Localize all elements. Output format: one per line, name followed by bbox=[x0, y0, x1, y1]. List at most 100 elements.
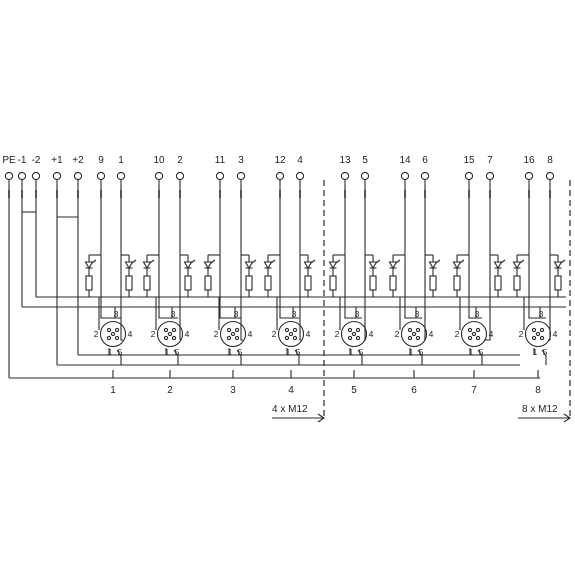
pin-3-label: 3 bbox=[355, 309, 360, 319]
terminal-label: 4 bbox=[297, 155, 303, 166]
resistor-icon bbox=[513, 275, 521, 291]
pin-icon bbox=[292, 335, 298, 341]
pin-1-label: 1 bbox=[349, 347, 354, 357]
terminal-label: 3 bbox=[238, 155, 244, 166]
terminal: 15 bbox=[463, 155, 475, 198]
pin-icon bbox=[226, 335, 232, 341]
terminal: 1 bbox=[116, 155, 126, 198]
channel bbox=[452, 198, 506, 378]
pin-5-label: 5 bbox=[175, 347, 180, 357]
channel bbox=[328, 198, 381, 378]
pin-1-label: 1 bbox=[108, 347, 113, 357]
led-icon bbox=[124, 261, 134, 270]
channel bbox=[203, 198, 257, 378]
led-icon bbox=[368, 261, 378, 270]
pin-icon bbox=[163, 327, 169, 333]
terminal-screw bbox=[73, 171, 83, 181]
connector-number: 8 bbox=[535, 385, 541, 396]
channels bbox=[84, 198, 566, 378]
terminal-screw bbox=[31, 171, 41, 181]
terminal-screw bbox=[175, 171, 185, 181]
terminal-label: 11 bbox=[215, 155, 226, 166]
resistor-icon bbox=[369, 275, 377, 291]
pin-icon bbox=[234, 327, 240, 333]
terminal: 5 bbox=[360, 155, 370, 198]
pin-5-label: 5 bbox=[359, 347, 364, 357]
resistor-icon bbox=[204, 275, 212, 291]
terminal-label: 1 bbox=[118, 155, 124, 166]
terminal: +2 bbox=[72, 155, 84, 198]
pin-icon bbox=[539, 335, 545, 341]
pin-3-label: 3 bbox=[114, 309, 119, 319]
pin-1-label: 1 bbox=[469, 347, 474, 357]
pin-5-label: 5 bbox=[238, 347, 243, 357]
pin-4-label: 4 bbox=[128, 329, 133, 339]
led-icon bbox=[244, 261, 254, 270]
terminal: 3 bbox=[236, 155, 246, 198]
resistor-icon bbox=[494, 275, 502, 291]
resistor-icon bbox=[125, 275, 133, 291]
channel bbox=[142, 198, 196, 378]
resistor-icon bbox=[429, 275, 437, 291]
terminal-screw bbox=[215, 171, 225, 181]
pin-icon bbox=[226, 327, 232, 333]
pin-icon bbox=[284, 335, 290, 341]
connector-ring bbox=[524, 320, 552, 348]
pin-1-label: 1 bbox=[165, 347, 170, 357]
pin-icon bbox=[539, 327, 545, 333]
connector-ring bbox=[340, 320, 368, 348]
terminal-screw bbox=[545, 171, 555, 181]
terminal-screw bbox=[360, 171, 370, 181]
pin-3-label: 3 bbox=[234, 309, 239, 319]
terminal-screw bbox=[400, 171, 410, 181]
channel bbox=[84, 198, 137, 378]
pin-2-label: 2 bbox=[214, 329, 219, 339]
terminal-screw bbox=[154, 171, 164, 181]
terminal-screw bbox=[524, 171, 534, 181]
terminal-screw bbox=[340, 171, 350, 181]
connector-number: 7 bbox=[471, 385, 477, 396]
pin-3-label: 3 bbox=[475, 309, 480, 319]
pin-3-label: 3 bbox=[415, 309, 420, 319]
pin-icon bbox=[171, 327, 177, 333]
pin-2-label: 2 bbox=[335, 329, 340, 339]
pin-4-label: 4 bbox=[429, 329, 434, 339]
resistor-icon bbox=[85, 275, 93, 291]
pin-2-label: 2 bbox=[272, 329, 277, 339]
pin-icon bbox=[230, 331, 236, 337]
pin-icon bbox=[531, 327, 537, 333]
terminal-label: 16 bbox=[523, 155, 535, 166]
pin-1-label: 1 bbox=[286, 347, 291, 357]
led-icon bbox=[142, 261, 152, 270]
pin-icon bbox=[407, 335, 413, 341]
variant-label-8: 8 x M12 bbox=[522, 404, 558, 415]
pin-icon bbox=[288, 331, 294, 337]
led-icon bbox=[183, 261, 193, 270]
pin-2-label: 2 bbox=[519, 329, 524, 339]
connector-ring bbox=[277, 320, 305, 348]
led-icon bbox=[388, 261, 398, 270]
pin-icon bbox=[347, 327, 353, 333]
pin-1-label: 1 bbox=[409, 347, 414, 357]
terminal-screw bbox=[420, 171, 430, 181]
pin-5-label: 5 bbox=[118, 347, 123, 357]
pin-icon bbox=[171, 335, 177, 341]
terminal-label: 14 bbox=[399, 155, 411, 166]
led-icon bbox=[203, 261, 213, 270]
pin-icon bbox=[467, 327, 473, 333]
terminal-screw bbox=[116, 171, 126, 181]
pin-5-label: 5 bbox=[479, 347, 484, 357]
resistor-icon bbox=[245, 275, 253, 291]
led-icon bbox=[84, 261, 94, 270]
pin-icon bbox=[531, 335, 537, 341]
led-icon bbox=[428, 261, 438, 270]
led-icon bbox=[263, 261, 273, 270]
resistor-icon bbox=[329, 275, 337, 291]
connector-number: 4 bbox=[288, 385, 294, 396]
